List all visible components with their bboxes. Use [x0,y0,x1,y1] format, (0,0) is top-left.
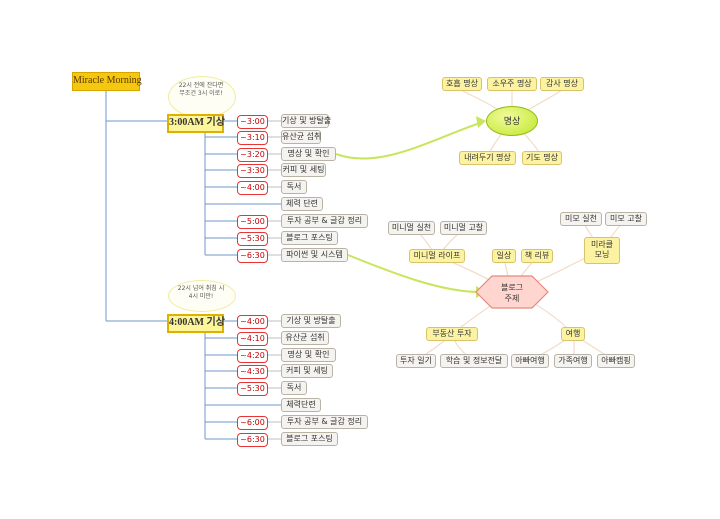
activity-item[interactable]: 명상 및 확인 [281,348,336,362]
note-3am: 22시 전에 잔다면 무조건 3시 이로! [178,82,224,98]
blog-topic-label[interactable]: 블로그 주제 [500,283,524,303]
travel-topic[interactable]: 여행 [561,327,585,341]
activity-item[interactable]: 체력단련 [281,398,321,412]
time-slot[interactable]: ~5:30 [237,232,268,246]
meditation-hub[interactable]: 명상 [486,106,538,136]
time-slot[interactable]: ~4:00 [237,181,268,195]
activity-item[interactable]: 유산균 섭취 [281,331,329,345]
wake-4am[interactable]: 4:00AM 기상 [167,314,225,333]
time-slot[interactable]: ~6:30 [237,433,268,447]
study-info-sharing[interactable]: 학습 및 정보전달 [440,354,508,368]
blog-topic-hexagon [475,275,549,309]
dad-camping[interactable]: 아빠캠핑 [597,354,635,368]
time-slot[interactable]: ~4:10 [237,332,268,346]
activity-item[interactable]: 투자 공부 & 글감 정리 [281,214,368,228]
time-slot[interactable]: ~4:00 [237,315,268,329]
time-slot[interactable]: ~6:00 [237,416,268,430]
miracle-morning-practice[interactable]: 미모 실천 [560,212,602,226]
time-slot[interactable]: ~3:10 [237,131,268,145]
time-slot[interactable]: ~3:00 [237,115,268,129]
minimal-reflection[interactable]: 미니멀 고찰 [440,221,487,235]
activity-item[interactable]: 유산균 섭취 [281,130,321,144]
dad-travel[interactable]: 아빠여행 [511,354,549,368]
investment-diary[interactable]: 투자 일기 [396,354,436,368]
activity-item[interactable]: 커피 및 세팅 [281,364,333,378]
time-slot[interactable]: ~4:20 [237,349,268,363]
minimal-life[interactable]: 미니멀 라이프 [409,249,465,263]
miracle-morning-topic[interactable]: 미라클 모닝 [584,237,620,264]
meditation-letting-go[interactable]: 내려두기 명상 [459,151,516,165]
activity-item[interactable]: 투자 공부 & 글감 정리 [281,415,368,429]
family-travel[interactable]: 가족여행 [554,354,592,368]
activity-item[interactable]: 체력 단련 [281,197,323,211]
real-estate-investment[interactable]: 부동산 투자 [426,327,478,341]
time-slot[interactable]: ~4:30 [237,365,268,379]
activity-item[interactable]: 독서 [281,381,307,395]
activity-item[interactable]: 독서 [281,180,307,194]
activity-item[interactable]: 기상 및 방탈출 [281,114,331,128]
activity-item[interactable]: 블로그 포스팅 [281,432,338,446]
activity-item[interactable]: 파이썬 및 시스템 [281,248,348,262]
daily-life[interactable]: 일상 [492,249,516,263]
activity-item[interactable]: 블로그 포스팅 [281,231,338,245]
meditation-prayer[interactable]: 기도 명상 [522,151,562,165]
time-slot[interactable]: ~5:30 [237,382,268,396]
note-3am-bubble [168,76,236,118]
note-4am: 22시 넘어 취침 시 4시 미만! [177,285,225,301]
meditation-breathing[interactable]: 호흡 명상 [442,77,482,91]
meditation-microcosm[interactable]: 소우주 명상 [487,77,537,91]
time-slot[interactable]: ~6:30 [237,249,268,263]
activity-item[interactable]: 명상 및 확인 [281,147,336,161]
activity-item[interactable]: 기상 및 방탈출 [281,314,341,328]
root-miracle-morning[interactable]: Miracle Morning [72,72,142,91]
meditation-gratitude[interactable]: 감사 명상 [540,77,584,91]
time-slot[interactable]: ~3:20 [237,148,268,162]
miracle-morning-reflection[interactable]: 미모 고찰 [605,212,647,226]
book-review[interactable]: 책 리뷰 [521,249,553,263]
time-slot[interactable]: ~3:30 [237,164,268,178]
activity-item[interactable]: 커피 및 세팅 [281,163,326,177]
time-slot[interactable]: ~5:00 [237,215,268,229]
minimal-practice[interactable]: 미니멀 실천 [388,221,435,235]
wake-3am[interactable]: 3:00AM 기상 [167,114,225,133]
note-4am-bubble [168,280,236,312]
